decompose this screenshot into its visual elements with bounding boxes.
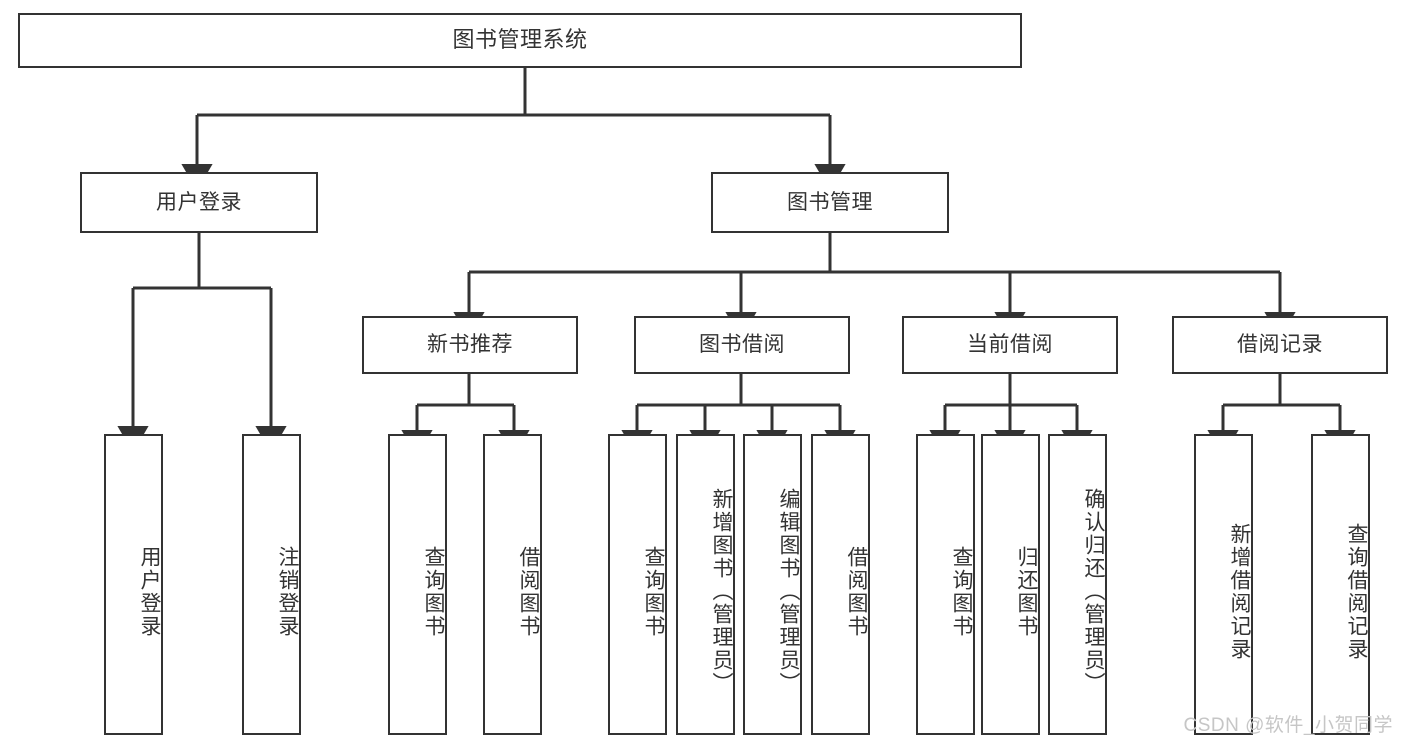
node-leaf-add-book-admin[interactable]: 新增图书（管理员） bbox=[676, 434, 735, 735]
node-label: 用户登录 bbox=[138, 545, 161, 638]
node-book-management[interactable]: 图书管理 bbox=[711, 172, 949, 233]
node-label: 查询图书 bbox=[642, 545, 665, 638]
node-label: 当前借阅 bbox=[967, 333, 1053, 357]
node-leaf-return-book[interactable]: 归还图书 bbox=[981, 434, 1040, 735]
node-label: 图书管理系统 bbox=[452, 27, 588, 53]
node-leaf-query-borrow-record[interactable]: 查询借阅记录 bbox=[1311, 434, 1370, 735]
node-current-borrow[interactable]: 当前借阅 bbox=[902, 316, 1118, 374]
node-label: 编辑图书（管理员） bbox=[777, 488, 800, 695]
node-label: 借阅图书 bbox=[845, 545, 868, 638]
node-leaf-logout-login[interactable]: 注销登录 bbox=[242, 434, 301, 735]
node-new-book-recommend[interactable]: 新书推荐 bbox=[362, 316, 578, 374]
node-label: 查询图书 bbox=[950, 545, 973, 638]
node-leaf-query-book-current[interactable]: 查询图书 bbox=[916, 434, 975, 735]
node-label: 归还图书 bbox=[1015, 545, 1038, 638]
node-book-borrow[interactable]: 图书借阅 bbox=[634, 316, 850, 374]
node-leaf-query-book-recommend[interactable]: 查询图书 bbox=[388, 434, 447, 735]
node-leaf-add-borrow-record[interactable]: 新增借阅记录 bbox=[1194, 434, 1253, 735]
node-label: 新增图书（管理员） bbox=[710, 488, 733, 695]
node-user-login[interactable]: 用户登录 bbox=[80, 172, 318, 233]
node-label: 查询图书 bbox=[422, 545, 445, 638]
node-label: 图书借阅 bbox=[699, 333, 785, 357]
node-leaf-confirm-return-admin[interactable]: 确认归还（管理员） bbox=[1048, 434, 1107, 735]
node-label: 注销登录 bbox=[276, 545, 299, 638]
node-label: 借阅记录 bbox=[1237, 333, 1323, 357]
node-leaf-user-login[interactable]: 用户登录 bbox=[104, 434, 163, 735]
node-leaf-query-book-borrow[interactable]: 查询图书 bbox=[608, 434, 667, 735]
node-label: 用户登录 bbox=[156, 190, 242, 214]
node-borrow-record[interactable]: 借阅记录 bbox=[1172, 316, 1388, 374]
node-label: 确认归还（管理员） bbox=[1082, 488, 1105, 695]
node-leaf-borrow-book[interactable]: 借阅图书 bbox=[811, 434, 870, 735]
node-label: 查询借阅记录 bbox=[1345, 522, 1368, 661]
node-leaf-borrow-book-recommend[interactable]: 借阅图书 bbox=[483, 434, 542, 735]
node-label: 新增借阅记录 bbox=[1228, 522, 1251, 661]
node-label: 借阅图书 bbox=[517, 545, 540, 638]
node-root-book-management-system[interactable]: 图书管理系统 bbox=[18, 13, 1022, 68]
node-label: 新书推荐 bbox=[427, 333, 513, 357]
node-label: 图书管理 bbox=[787, 190, 873, 214]
node-leaf-edit-book-admin[interactable]: 编辑图书（管理员） bbox=[743, 434, 802, 735]
